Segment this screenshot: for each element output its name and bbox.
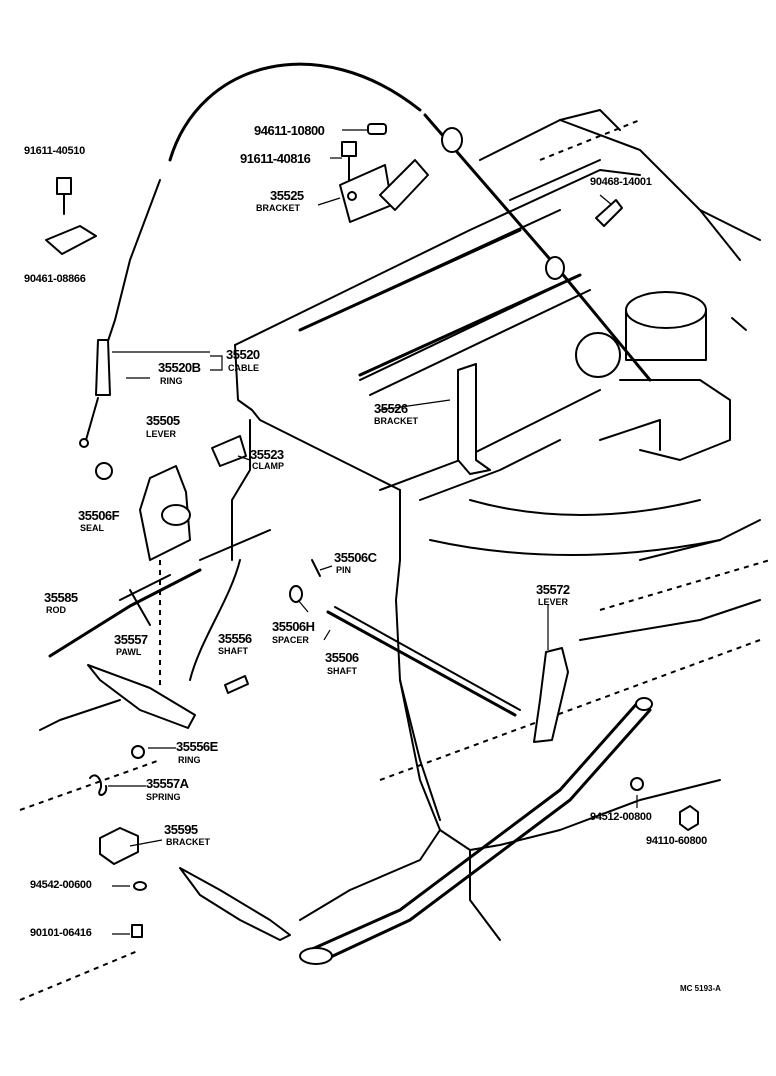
part-label-94110-60800: 94110-60800 — [646, 835, 707, 847]
lower-link-drawing — [179, 867, 291, 941]
part-desc-35523: CLAMP — [252, 461, 284, 471]
bolt-91611-40510-drawing — [45, 177, 97, 255]
nut-94542-drawing — [133, 881, 147, 891]
part-label-35506H: 35506H — [272, 619, 315, 634]
part-label-90468-14001: 90468-14001 — [590, 176, 652, 188]
part-label-35505: 35505 — [146, 413, 180, 428]
pin-35506C-drawing — [311, 559, 321, 577]
bracket-35526-drawing — [457, 363, 491, 475]
part-desc-35520: CABLE — [228, 363, 259, 373]
shaft-35506-drawing — [326, 606, 521, 717]
cable-drawing — [79, 62, 652, 448]
part-desc-35506F: SEAL — [80, 523, 105, 533]
part-label-94611-10800: 94611-10800 — [254, 123, 325, 138]
part-desc-35557A: SPRING — [146, 792, 181, 802]
clamp-35523-drawing — [211, 435, 247, 467]
pawl-35557-drawing — [87, 664, 196, 729]
part-desc-35595: BRACKET — [166, 837, 210, 847]
part-desc-35506C: PIN — [336, 565, 352, 575]
part-label-35506C: 35506C — [334, 550, 377, 565]
part-desc-35526: BRACKET — [374, 416, 418, 426]
part-label-91611-40816: 91611-40816 — [240, 151, 311, 166]
part-label-35520: 35520 — [226, 347, 260, 362]
part-label-94542-00600: 94542-00600 — [30, 879, 92, 891]
part-desc-35556: SHAFT — [218, 646, 248, 656]
valve-cover-ribs — [298, 119, 641, 377]
part-label-35556E: 35556E — [176, 739, 218, 754]
part-desc-35505: LEVER — [146, 429, 177, 439]
engine-block-outline — [231, 109, 761, 821]
diagram-reference-code: MC 5193-A — [680, 984, 721, 993]
part-label-35526: 35526 — [374, 401, 408, 416]
part-label-35525: 35525 — [270, 188, 304, 203]
part-label-90461-08866: 90461-08866 — [24, 273, 86, 285]
leader-lines — [108, 129, 638, 935]
lever-35572-drawing — [533, 647, 569, 743]
part-label-94512-00800: 94512-00800 — [590, 811, 652, 823]
bracket-35525-drawing — [339, 159, 429, 223]
nut-94110-drawing — [679, 805, 699, 831]
transmission-outline — [19, 519, 771, 1001]
lever-35505-drawing — [95, 462, 191, 561]
part-desc-35520B: RING — [160, 376, 183, 386]
bracket-35595-drawing — [99, 827, 139, 865]
part-label-35523: 35523 — [250, 447, 284, 462]
part-label-90101-06416: 90101-06416 — [30, 927, 92, 939]
part-desc-35525: BRACKET — [256, 203, 300, 213]
spring-35557A-drawing — [89, 774, 108, 796]
part-label-35506F: 35506F — [78, 508, 120, 523]
part-label-35595: 35595 — [164, 822, 198, 837]
rod-35585-drawing — [48, 529, 271, 690]
part-label-91611-40510: 91611-40510 — [24, 145, 85, 157]
part-desc-35556E: RING — [178, 755, 201, 765]
spacer-35506H-drawing — [289, 585, 303, 603]
part-desc-35506: SHAFT — [327, 666, 357, 676]
part-label-35557A: 35557A — [146, 776, 189, 791]
clip-90468-drawing — [595, 199, 623, 227]
part-desc-35557: PAWL — [116, 647, 142, 657]
bolt-90101-drawing — [131, 924, 143, 938]
part-label-35585: 35585 — [44, 590, 78, 605]
ring-35556E-drawing — [131, 745, 145, 759]
part-label-35556: 35556 — [218, 631, 252, 646]
shaft-35556-drawing — [224, 675, 249, 694]
linkage-rod-drawing — [299, 697, 653, 965]
bolt-91611-40816-drawing — [341, 141, 357, 181]
part-desc-35506H: SPACER — [272, 635, 309, 645]
part-desc-35572: LEVER — [538, 597, 569, 607]
part-label-35557: 35557 — [114, 632, 148, 647]
part-label-35572: 35572 — [536, 582, 570, 597]
part-label-35506: 35506 — [325, 650, 359, 665]
nut-94512-drawing — [630, 777, 644, 791]
carburetor-drawing — [575, 291, 747, 461]
part-label-35520B: 35520B — [158, 360, 201, 375]
part-desc-35585: ROD — [46, 605, 66, 615]
